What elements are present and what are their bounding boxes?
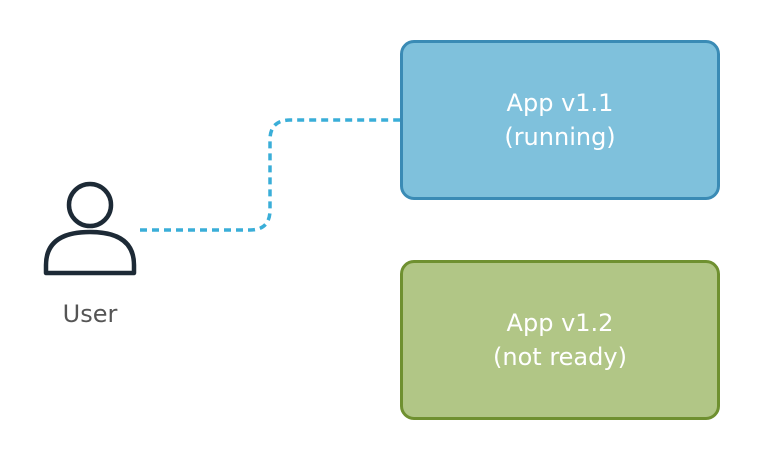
user-to-app-v11-connection (140, 118, 400, 232)
app-v11-status: (running) (504, 123, 616, 151)
user-label: User (62, 300, 118, 328)
app-v12-name: App v1.2 (506, 309, 614, 337)
app-v12-status: (not ready) (493, 343, 627, 371)
user-icon (40, 180, 140, 280)
app-v11-box: App v1.1 (running) (400, 40, 720, 200)
app-v12-box: App v1.2 (not ready) (400, 260, 720, 420)
app-v11-name: App v1.1 (506, 89, 614, 117)
